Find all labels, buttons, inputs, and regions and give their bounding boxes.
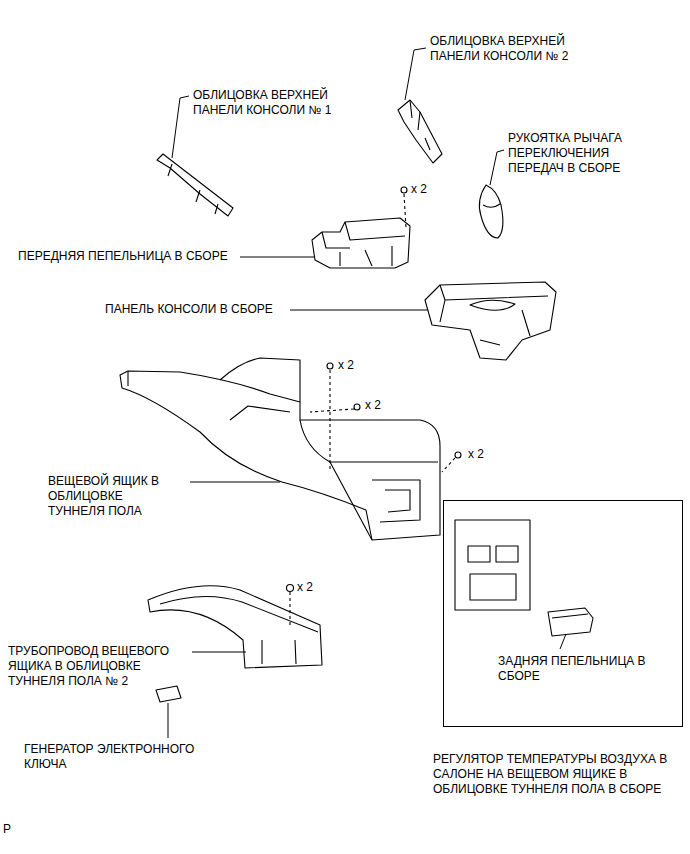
trim-plate-1 <box>157 154 233 216</box>
shift-knob <box>479 185 503 238</box>
box-detail <box>128 358 438 540</box>
assembly-caption: РЕГУЛЯТОР ТЕМПЕРАТУРЫ ВОЗДУХА В САЛОНЕ Н… <box>433 752 678 797</box>
part-name: ЗАДНЯЯ ПЕПЕЛЬНИЦА В СБОРЕ <box>498 654 663 684</box>
leader-line <box>290 310 428 311</box>
screw <box>354 404 360 410</box>
part-name: ГЕНЕРАТОР ЭЛЕКТРОННОГО КЛЮЧА <box>24 742 214 772</box>
leader-line <box>490 150 504 185</box>
vent <box>496 546 518 562</box>
dashed-line <box>404 194 406 228</box>
key-oscillator <box>156 686 181 702</box>
ashtray-detail <box>552 614 588 618</box>
duct-detail <box>160 596 318 664</box>
leader-line <box>240 257 314 258</box>
regulator <box>455 520 530 610</box>
dashed-line <box>442 458 455 472</box>
trim-detail <box>168 164 218 214</box>
leader-line <box>560 634 566 649</box>
leader-line <box>168 703 169 738</box>
dashed-line <box>289 592 290 628</box>
trim-plate-2 <box>398 100 442 163</box>
trim-detail <box>410 100 430 150</box>
part-name: ПЕРЕДНЯЯ ПЕПЕЛЬНИЦА В СБОРЕ <box>18 249 228 264</box>
dashed-line <box>310 409 354 412</box>
part-name: РУКОЯТКА РЫЧАГА ПЕРЕКЛЮЧЕНИЯ ПЕРЕДАЧ В С… <box>508 131 658 176</box>
leader-lines <box>168 48 566 738</box>
clip <box>287 585 294 592</box>
panel-detail <box>440 285 548 345</box>
part-name: ОБЛИЦОВКА ВЕРХНЕЙ ПАНЕЛИ КОНСОЛИ № 1 <box>193 88 348 118</box>
quantity-label: x 2 <box>297 580 313 595</box>
part-name: ТРУБОПРОВОД ВЕЩЕВОГО ЯЩИКА В ОБЛИЦОВКЕ Т… <box>8 644 183 689</box>
part-name: ОБЛИЦОВКА ВЕРХНЕЙ ПАНЕЛИ КОНСОЛИ № 2 <box>430 34 585 64</box>
quantity-label: x 2 <box>468 447 484 462</box>
console-box <box>120 371 440 540</box>
screw <box>455 452 461 458</box>
window <box>470 574 516 600</box>
knob-detail <box>483 204 500 207</box>
ashtray-detail <box>322 222 405 266</box>
figure-code: P <box>3 822 11 837</box>
part-name: ПАНЕЛЬ КОНСОЛИ В СБОРЕ <box>105 302 273 317</box>
inset-frame: ЗАДНЯЯ ПЕПЕЛЬНИЦА В СБОРЕРЕГУЛЯТОР ТЕМПЕ… <box>443 500 683 727</box>
leader-line <box>192 652 246 653</box>
dashed-line <box>329 370 330 470</box>
leader-line <box>405 48 426 100</box>
part-name: ВЕЩЕВОЙ ЯЩИК В ОБЛИЦОВКЕ ТУННЕЛЯ ПОЛА <box>48 474 170 519</box>
quantity-label: x 2 <box>365 398 381 413</box>
screw <box>327 363 333 369</box>
leader-line <box>172 96 189 158</box>
front-ashtray <box>312 218 410 268</box>
rear-ashtray <box>548 608 593 636</box>
quantity-label: x 2 <box>338 358 354 373</box>
leader-line <box>190 482 280 483</box>
quantity-label: x 2 <box>411 182 427 197</box>
vent <box>468 546 490 562</box>
screw <box>401 187 407 193</box>
duct <box>148 586 322 668</box>
console-panel <box>425 282 556 360</box>
